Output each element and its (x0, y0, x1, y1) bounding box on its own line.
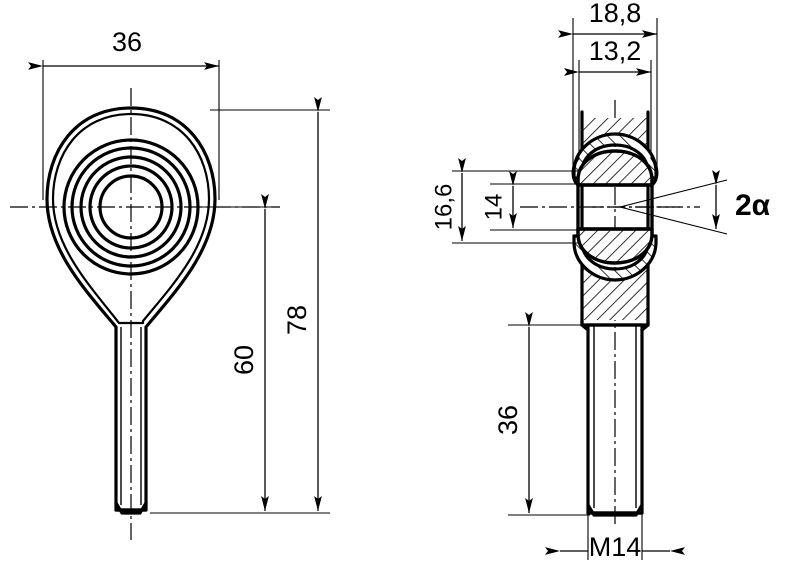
dim-label-132: 13,2 (589, 36, 642, 66)
bearing-circle-inner-race (88, 164, 174, 250)
housing-hatch-lower (582, 268, 648, 320)
section-shank-chamfer (586, 503, 644, 517)
ball-silhouette-upper-right (650, 156, 659, 187)
eye-body-inner-outline (51, 112, 211, 325)
dim-label-60: 60 (229, 345, 259, 375)
bearing-circle-bore (98, 174, 164, 240)
dim-label-36thread: 36 (493, 405, 523, 435)
bearing-circle-housing-bore (70, 146, 192, 268)
front-shank-chamfer (114, 501, 148, 515)
dim-label-78: 78 (282, 305, 312, 335)
front-view (10, 88, 280, 540)
dim-label-m14: M14 (589, 532, 642, 562)
section-view-dimensions: 18,8 13,2 16,6 14 2α 36 M14 (430, 0, 770, 562)
dim-label-2alpha: 2α (735, 189, 771, 222)
dim-label-166: 16,6 (430, 184, 457, 231)
dim-label-14: 14 (480, 194, 507, 221)
angle-lower-leg (619, 206, 728, 235)
dim-label-36-top: 36 (112, 27, 142, 57)
front-view-dimensions: 36 78 60 (28, 27, 330, 514)
section-view (520, 100, 700, 525)
angle-upper-leg (619, 179, 728, 208)
dim-label-188: 18,8 (589, 0, 642, 28)
bearing-circle-outer-race (79, 155, 183, 259)
